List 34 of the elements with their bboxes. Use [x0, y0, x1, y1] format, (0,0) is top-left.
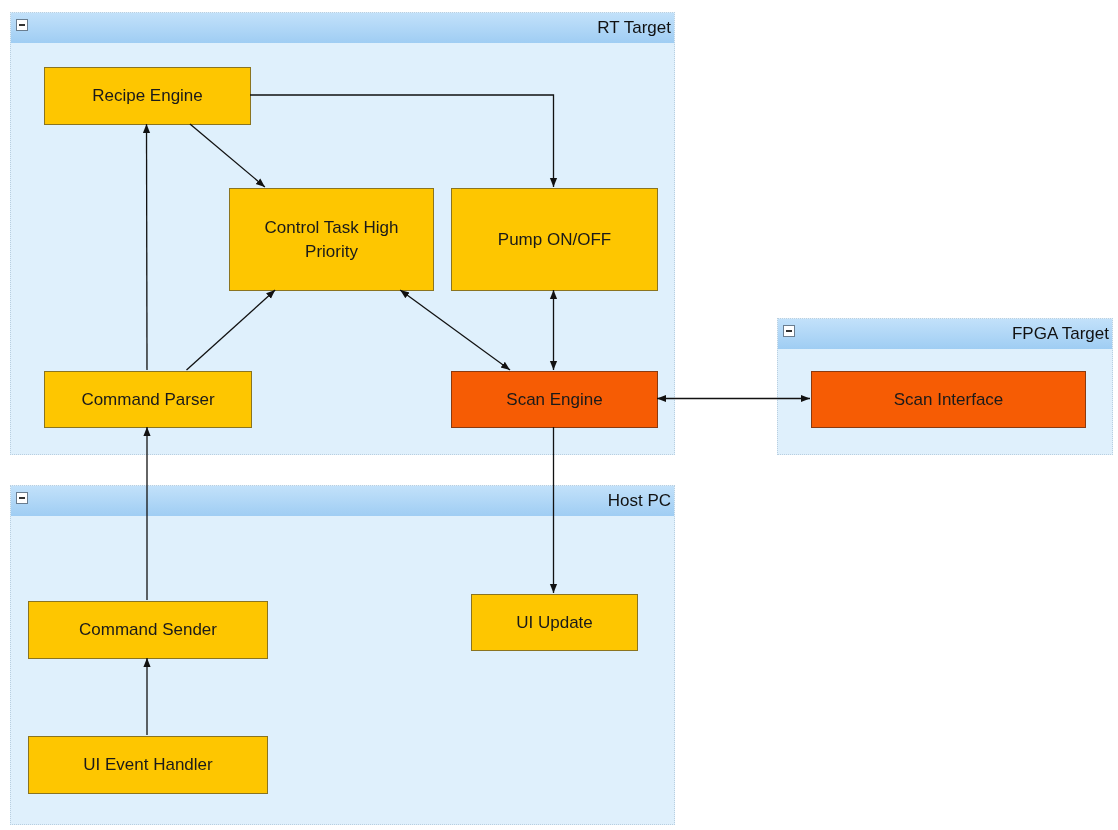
process-box	[44, 67, 251, 125]
box-label: Scan Engine	[506, 388, 603, 411]
arrow	[142, 123, 151, 371]
box-label: Scan Interface	[893, 388, 1004, 411]
process-box	[28, 736, 268, 794]
box-label: UI Event Handler	[83, 754, 213, 776]
process-box	[44, 371, 252, 428]
box-label: Command Parser	[81, 388, 215, 411]
group-title: RT Target	[597, 18, 671, 38]
arrow	[143, 657, 151, 736]
io-box	[451, 371, 658, 428]
arrow	[656, 394, 811, 403]
process-box	[471, 594, 638, 651]
arrow	[399, 289, 511, 371]
group-panel	[10, 485, 675, 825]
group-panel	[10, 12, 675, 455]
arrow	[189, 123, 266, 188]
arrow	[549, 289, 558, 371]
group-panel	[777, 318, 1113, 455]
box-label: Control Task High Priority	[263, 216, 400, 263]
arrow	[185, 289, 276, 371]
process-box	[28, 601, 268, 659]
box-label: UI Update	[516, 611, 593, 634]
arrow	[549, 426, 558, 594]
group-title: FPGA Target	[1012, 324, 1109, 344]
box-label: Pump ON/OFF	[497, 228, 612, 251]
process-box	[451, 188, 658, 291]
io-box	[811, 371, 1086, 428]
process-box	[229, 188, 434, 291]
group-title: Host PC	[607, 491, 671, 511]
arrow	[143, 426, 151, 601]
arrow	[249, 94, 558, 188]
box-label: Recipe Engine	[92, 85, 203, 107]
box-label: Command Sender	[79, 619, 217, 641]
